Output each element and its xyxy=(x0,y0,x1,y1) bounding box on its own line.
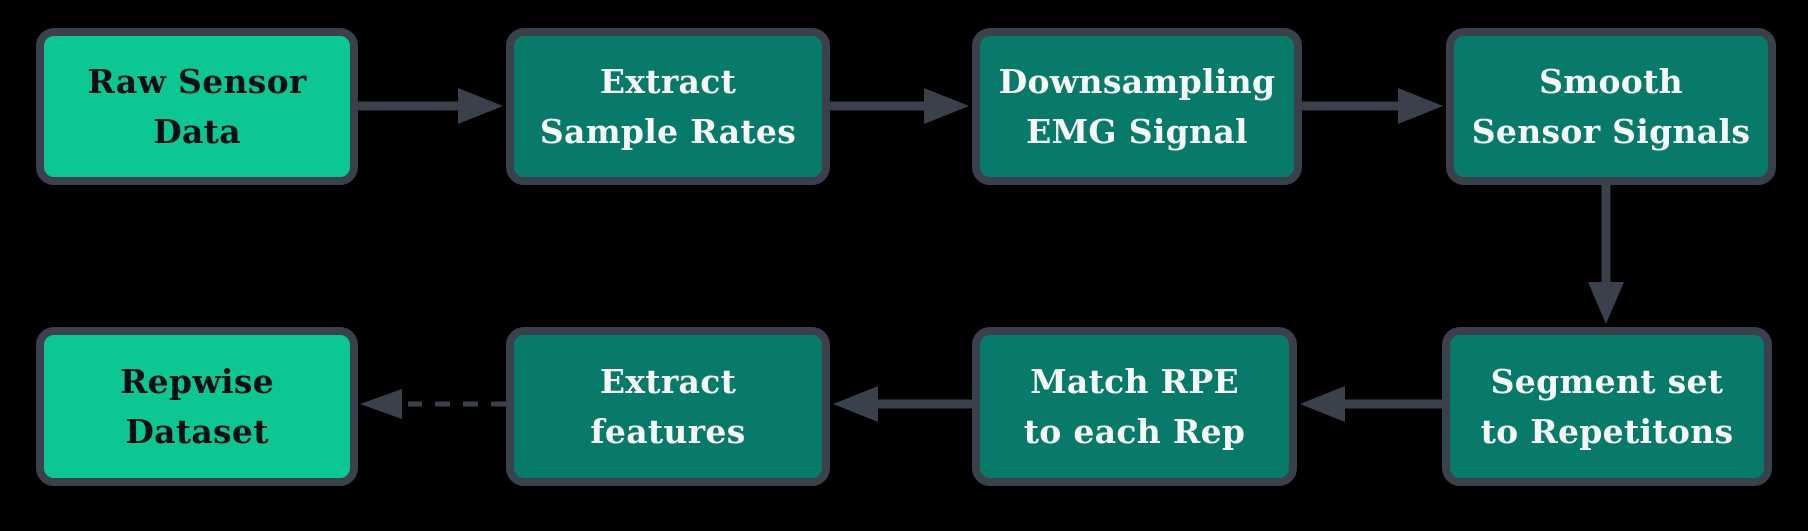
arrow-smooth-to-segment xyxy=(1588,185,1624,324)
node-label-line-2: Sample Rates xyxy=(539,111,797,151)
node-label-line-2: Data xyxy=(153,111,241,151)
node-label-line-1: Extract xyxy=(599,361,737,401)
arrow-segment-to-match-rpe xyxy=(1300,386,1442,422)
node-label-line-1: Match RPE xyxy=(1030,361,1239,401)
arrow-extract-features-to-repwise-dashed xyxy=(360,389,506,419)
node-label-line-2: Dataset xyxy=(125,411,269,451)
node-label-line-2: Sensor Signals xyxy=(1471,111,1751,151)
arrow-raw-to-sample-rates xyxy=(358,88,503,124)
node-downsampling-emg-signal: Downsampling EMG Signal xyxy=(972,28,1302,185)
arrow-match-rpe-to-extract-features xyxy=(833,386,972,422)
node-segment-set-to-repetitons: Segment set to Repetitons xyxy=(1442,327,1772,486)
node-label-line-1: Raw Sensor xyxy=(87,61,307,101)
node-extract-sample-rates: Extract Sample Rates xyxy=(506,28,830,185)
node-raw-sensor-data: Raw Sensor Data xyxy=(36,28,358,185)
node-label-line-1: Repwise xyxy=(119,361,275,401)
node-label-line-2: to Repetitons xyxy=(1480,411,1734,451)
node-label-line-1: Extract xyxy=(599,61,737,101)
node-extract-features: Extract features xyxy=(506,327,830,486)
node-label-line-1: Downsampling xyxy=(998,61,1276,101)
node-label-line-1: Smooth xyxy=(1539,61,1683,101)
arrow-downsampling-to-smooth xyxy=(1302,88,1443,124)
node-label-line-2: EMG Signal xyxy=(1026,111,1248,151)
node-label-line-1: Segment set xyxy=(1490,361,1724,401)
arrow-sample-rates-to-downsampling xyxy=(830,88,969,124)
node-match-rpe-to-each-rep: Match RPE to each Rep xyxy=(972,327,1297,486)
node-label-line-2: features xyxy=(590,411,746,451)
node-label-line-2: to each Rep xyxy=(1023,411,1246,451)
node-repwise-dataset: Repwise Dataset xyxy=(36,327,358,486)
node-smooth-sensor-signals: Smooth Sensor Signals xyxy=(1446,28,1776,185)
